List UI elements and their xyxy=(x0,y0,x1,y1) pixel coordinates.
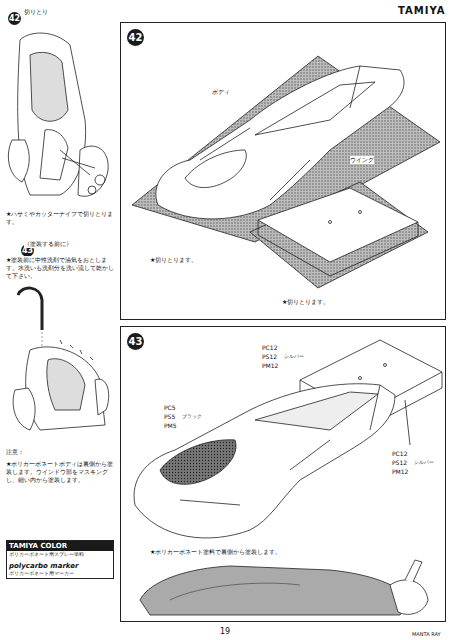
brand-name: TAMIYA COLOR xyxy=(7,541,113,551)
note-text: ★ハサミやカッターナイフで切りとります。 xyxy=(6,210,114,226)
note-text: ブラック xyxy=(182,413,202,420)
note-text: 《塗装する前に》 xyxy=(24,240,72,248)
note-text: 19 xyxy=(220,627,230,638)
note-text: PM5 xyxy=(164,422,177,430)
product-text: ポリカーボネート用スプレー塗料 xyxy=(7,551,113,558)
note-text: PS12 xyxy=(262,353,277,361)
step-number: 42 xyxy=(127,29,144,46)
note-text: シルバー xyxy=(284,353,304,360)
product-text: ポリカーボネート用マーカー xyxy=(7,570,113,577)
note-text: シルバー xyxy=(414,459,434,466)
product-text: polycarbo marker xyxy=(7,562,113,570)
step-number: 42 xyxy=(8,12,21,25)
note-text: 注意： xyxy=(6,448,24,456)
note-text: PC12 xyxy=(392,450,407,458)
step-number: 43 xyxy=(127,333,144,350)
note-text: ボディ xyxy=(212,88,230,96)
step-panel: 42 xyxy=(120,22,446,320)
note-text: ★ポリカーボネートボディは裏側から塗装します。ウインドウ部をマスキングし、細い内… xyxy=(6,460,114,484)
note-text: PM12 xyxy=(262,362,278,370)
paint-box: TAMIYA COLORポリカーボネート用スプレー塗料 polycarbo mar… xyxy=(6,540,114,579)
note-text: PS5 xyxy=(164,413,175,421)
note-text: ★ポリカーボネート塗料で裏側から塗装します。 xyxy=(150,548,281,556)
note-text: MANTA RAY xyxy=(412,631,441,638)
note-text: PC12 xyxy=(262,344,277,352)
note-text: PM12 xyxy=(392,468,408,476)
brand-name: TAMIYA xyxy=(398,4,445,18)
note-text: ウイング xyxy=(350,156,374,164)
note-text: ★切りとります。 xyxy=(150,256,197,264)
note-text: 切りとり xyxy=(24,8,48,16)
note-text: PC5 xyxy=(164,404,176,412)
note-text: ★切りとります。 xyxy=(282,298,329,306)
note-text: PS12 xyxy=(392,459,407,467)
note-text: ★塗装前に中性洗剤で油気をおとします。水洗いも洗剤分を洗い流して乾かして下さい。 xyxy=(6,256,114,280)
